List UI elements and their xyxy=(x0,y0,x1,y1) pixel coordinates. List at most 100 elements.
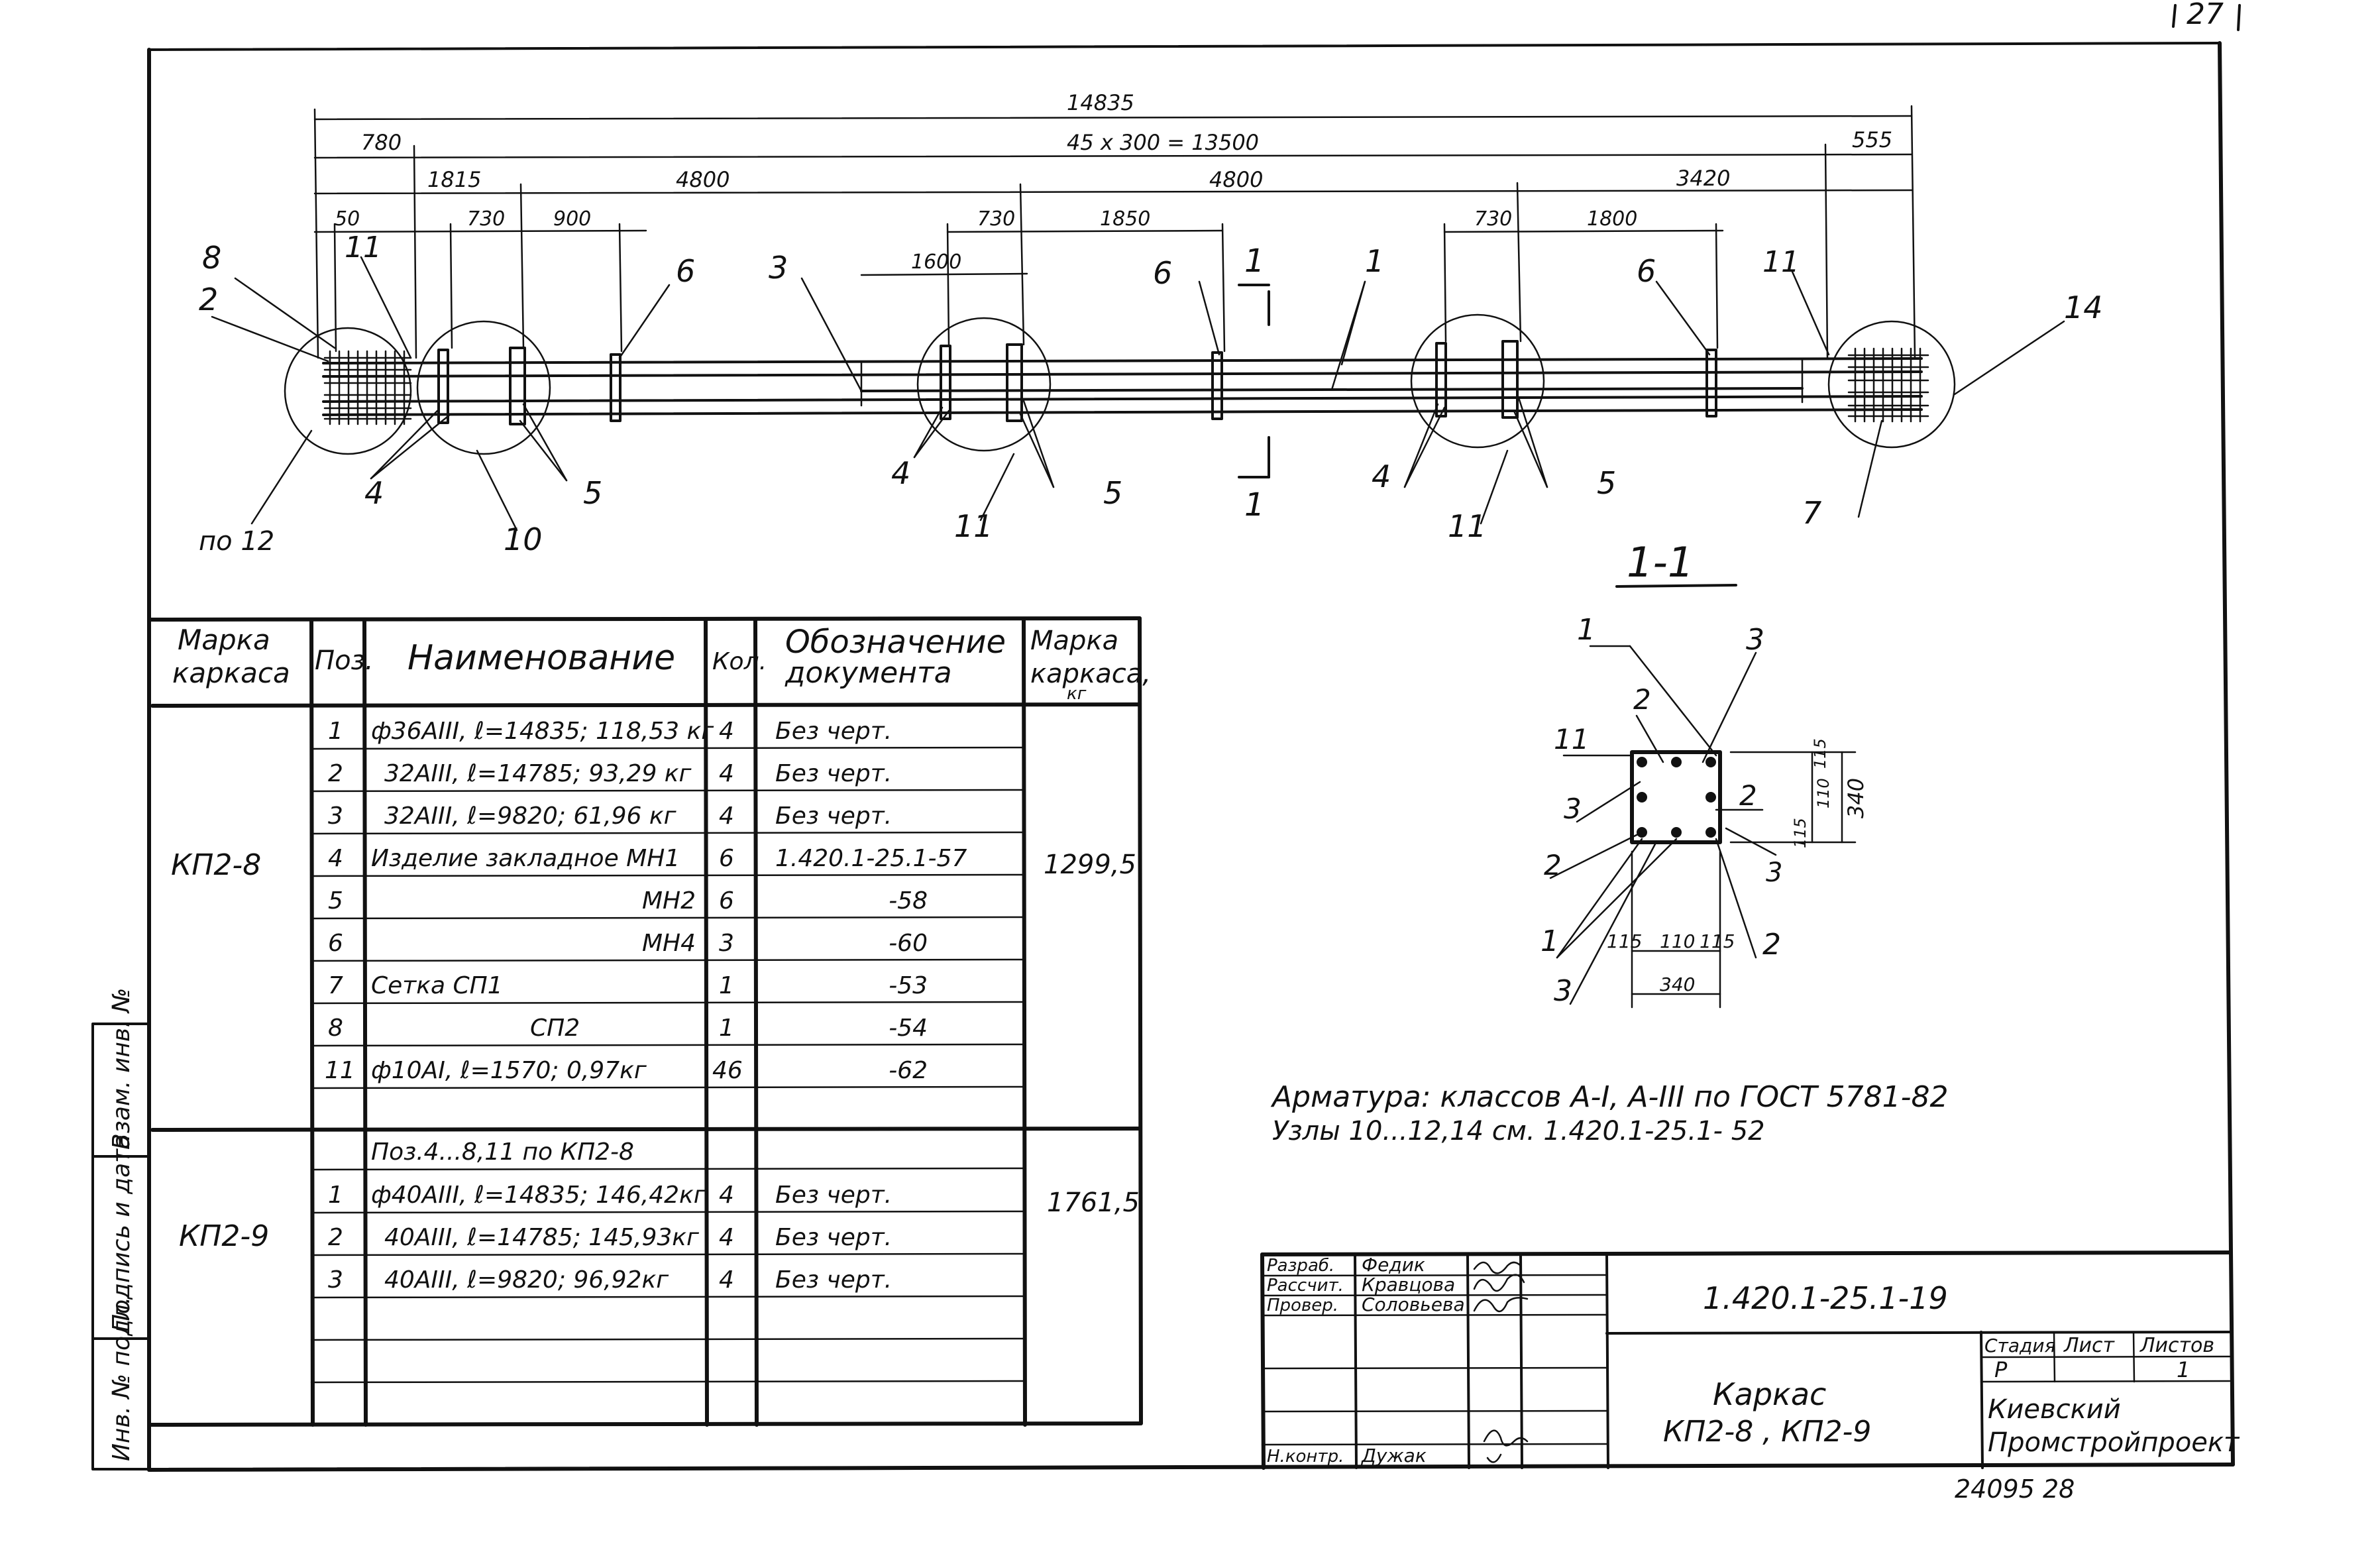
callout-4-a: 4 xyxy=(364,475,384,511)
g1-qty-11: 46 xyxy=(712,1057,743,1084)
cage-elevation: 1 1 14835 45 x 300 = 1350 xyxy=(199,90,2103,557)
callout-6-c: 6 xyxy=(1637,253,1656,289)
section-outline xyxy=(1630,750,1722,844)
group2-rows: 1 ф40АIII, ℓ=14835; 146,42кг 4 Без черт.… xyxy=(328,1182,892,1294)
sec-dim-h110: 110 xyxy=(1660,930,1695,952)
sec-dim-h340: 340 xyxy=(1660,973,1695,995)
title-line1: Каркас xyxy=(1713,1376,1826,1412)
dim-730-c: 730 xyxy=(1474,207,1512,231)
group1-rows: 1 ф36АIII, ℓ=14835; 118,53 кг 4 Без черт… xyxy=(325,718,967,1084)
g1-name-11: ф10АI, ℓ=1570; 0,97кг xyxy=(371,1057,647,1084)
g1-doc-11: -62 xyxy=(889,1057,928,1084)
embedded-items xyxy=(437,340,1519,425)
th-doc-l1: Обозначение xyxy=(785,624,1006,661)
g1-pos-11: 11 xyxy=(325,1057,355,1084)
detail-circle-14 xyxy=(1827,320,1956,449)
g1-qty-8: 1 xyxy=(719,1015,734,1042)
g1-name-6: МН4 xyxy=(642,930,696,957)
name-developer: Федик xyxy=(1362,1254,1425,1276)
dim-730-a: 730 xyxy=(467,207,505,231)
g2-doc-1: Без черт. xyxy=(775,1182,892,1209)
g2-pos-2: 2 xyxy=(328,1224,343,1251)
detail-circle-10 xyxy=(416,320,551,455)
g2-doc-3: Без черт. xyxy=(775,1266,892,1294)
g1-qty-1: 4 xyxy=(719,718,734,745)
sec-label-top-3: 3 xyxy=(1746,623,1764,657)
sheets-value: 1 xyxy=(2177,1357,2190,1382)
sec-label-1-bottom: 1 xyxy=(1541,924,1559,958)
side-stamp-sign: Подпись и дата xyxy=(108,1135,135,1332)
group2-mark: КП2-9 xyxy=(179,1219,269,1253)
sec-dim-h115a: 115 xyxy=(1607,930,1642,952)
mesh-left xyxy=(323,350,412,425)
g1-pos-3: 3 xyxy=(328,803,343,830)
sec-dim-v340: 340 xyxy=(1843,778,1868,818)
g2-name-1: ф40АIII, ℓ=14835; 146,42кг xyxy=(371,1182,707,1209)
callout-1: 1 xyxy=(1365,243,1384,279)
detail-circle-12 xyxy=(284,327,412,455)
callout-10: 10 xyxy=(504,522,543,557)
callout-6-a: 6 xyxy=(676,253,695,289)
g1-pos-2: 2 xyxy=(328,760,343,787)
sec-label-2-right: 2 xyxy=(1739,779,1757,812)
g2-name-2: 40АIII, ℓ=14785; 145,93кг xyxy=(384,1224,700,1251)
page-corner-number: 27 xyxy=(2187,0,2224,31)
g1-pos-4: 4 xyxy=(328,845,343,872)
dim-right-end: 555 xyxy=(1852,127,1892,152)
section-leaders xyxy=(1549,645,1857,1009)
g2-doc-2: Без черт. xyxy=(775,1224,892,1251)
callout-14: 14 xyxy=(2064,290,2103,325)
section-1-1: 1-1 xyxy=(1541,538,1868,1009)
name-checked: Соловьева xyxy=(1362,1294,1465,1315)
side-stamp-replace: Взам. инв. № xyxy=(108,988,135,1150)
g1-pos-5: 5 xyxy=(328,887,343,915)
g2-pos-1: 1 xyxy=(328,1182,343,1209)
sec-label-3a: 3 xyxy=(1564,793,1582,825)
side-stamp: Инв. № подл. Подпись и дата Взам. инв. № xyxy=(91,988,150,1470)
g1-name-4: Изделие закладное МН1 xyxy=(371,845,680,872)
g2-qty-3: 4 xyxy=(719,1266,734,1294)
g1-name-3: 32АIII, ℓ=9820; 61,96 кг xyxy=(384,803,677,830)
g1-pos-7: 7 xyxy=(328,972,343,999)
g2-qty-2: 4 xyxy=(719,1224,734,1251)
name-calculated: Кравцова xyxy=(1362,1274,1455,1296)
g1-name-5: МН2 xyxy=(642,887,696,915)
signatures xyxy=(1473,1261,1529,1463)
g1-name-8: СП2 xyxy=(530,1015,580,1042)
org-line1: Киевский xyxy=(1988,1394,2121,1425)
section-title: 1-1 xyxy=(1627,538,1694,586)
th-mass-l2: каркаса, xyxy=(1030,659,1151,689)
th-mark-l2: каркаса xyxy=(172,657,290,689)
note-nodes: Узлы 10...12,14 см. 1.420.1-25.1- 52 xyxy=(1272,1116,1765,1146)
role-checked: Провер. xyxy=(1267,1296,1338,1315)
th-mark-l1: Марка xyxy=(178,624,270,656)
title-block xyxy=(1260,1250,2232,1470)
side-stamp-inv: Инв. № подл. xyxy=(108,1297,135,1461)
name-norm-control: Дужак xyxy=(1360,1445,1427,1467)
callout-5-b: 5 xyxy=(1103,475,1122,511)
stage-header: Стадия xyxy=(1984,1335,2055,1357)
th-doc-l2: документа xyxy=(784,656,952,690)
g2-qty-1: 4 xyxy=(719,1182,734,1209)
th-qty: Кол. xyxy=(712,648,767,675)
th-mass-l3: кг xyxy=(1067,684,1087,704)
dim-pitch: 45 x 300 = 13500 xyxy=(1067,130,1259,155)
callout-11-b: 11 xyxy=(954,508,993,544)
sec-label-2-bottom: 2 xyxy=(1762,928,1781,962)
doc-code: 1.420.1-25.1-19 xyxy=(1703,1280,1948,1316)
sec-label-2b: 2 xyxy=(1544,849,1562,881)
dim-overall: 14835 xyxy=(1067,90,1134,115)
g1-doc-1: Без черт. xyxy=(775,718,892,745)
g1-doc-2: Без черт. xyxy=(775,760,892,787)
spec-table xyxy=(147,616,1143,1427)
sheet-header: Лист xyxy=(2063,1334,2116,1357)
th-pos: Поз. xyxy=(315,645,374,676)
g1-name-1: ф36АIII, ℓ=14835; 118,53 кг xyxy=(371,718,714,745)
group1-mark: КП2-8 xyxy=(171,848,261,882)
g1-doc-8: -54 xyxy=(889,1015,928,1042)
sec-label-top-1: 1 xyxy=(1577,613,1596,647)
sec-label-11: 11 xyxy=(1554,723,1589,755)
note-reinforcement: Арматура: классов А-I, А-III по ГОСТ 578… xyxy=(1270,1080,1949,1114)
callout-4-b: 4 xyxy=(891,455,910,491)
